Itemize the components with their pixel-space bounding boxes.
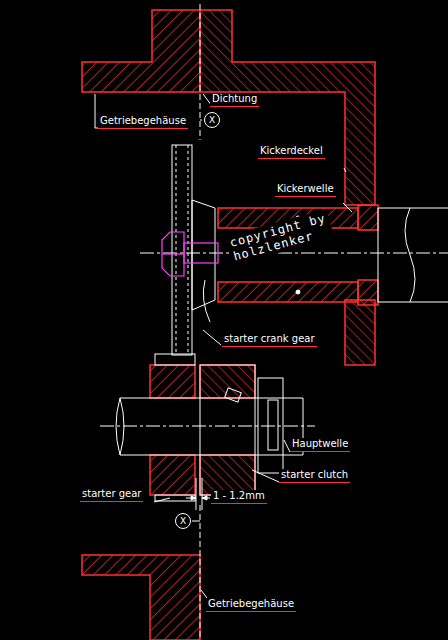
part-label: Kickerdeckel — [258, 145, 325, 159]
gear-bolt — [184, 243, 218, 263]
detail-callout: X — [204, 112, 220, 128]
housing-section — [82, 555, 200, 640]
clutch-roller — [225, 388, 242, 402]
part-label: Getriebegehäuse — [206, 598, 296, 612]
dimension-line — [186, 478, 210, 510]
bushing-flange — [358, 205, 378, 230]
grease-hole — [296, 290, 300, 294]
callout-letter: X — [209, 115, 215, 125]
leader-line — [200, 120, 202, 121]
part-label: Dichtung — [210, 93, 259, 107]
bushing-flange — [358, 280, 378, 305]
gear-hub — [203, 280, 210, 322]
part-label: starter gear — [80, 488, 143, 502]
starter-gear-section — [150, 455, 195, 495]
gear-nut — [162, 253, 184, 254]
leader-line — [343, 203, 352, 212]
shaft-break — [405, 208, 415, 302]
part-label: Getriebegehäuse — [98, 115, 188, 129]
leader-line — [344, 168, 346, 172]
leader-line — [192, 521, 200, 522]
cover-section — [200, 10, 375, 205]
starter-clutch — [200, 365, 255, 495]
part-label: Hauptwelle — [290, 438, 350, 452]
crank-gear — [172, 145, 192, 355]
callout-letter: X — [180, 516, 186, 526]
clutch-section — [200, 365, 255, 398]
bushing — [218, 282, 358, 302]
part-label: starter clutch — [279, 469, 350, 483]
housing-section — [82, 10, 200, 92]
detail-callout: X — [175, 513, 191, 529]
part-label: starter crank gear — [222, 333, 317, 347]
seal-plane — [200, 4, 201, 640]
leader-line — [201, 590, 207, 598]
starter-gear-section — [150, 365, 195, 398]
nut-washer — [268, 400, 278, 450]
leader-line — [252, 470, 279, 482]
clutch-section — [200, 455, 255, 495]
gear-nut — [162, 232, 184, 276]
part-label: Kickerwelle — [275, 183, 336, 197]
leader-line — [203, 330, 221, 345]
dimension-arrow — [191, 496, 207, 500]
part-label: 1 - 1.2mm — [211, 490, 267, 504]
cover-section — [345, 300, 375, 365]
gear-teeth — [176, 145, 188, 355]
leader-line — [154, 498, 170, 502]
kicker-shaft — [378, 208, 448, 302]
centre-line — [100, 253, 448, 426]
gear-teeth — [155, 354, 195, 365]
